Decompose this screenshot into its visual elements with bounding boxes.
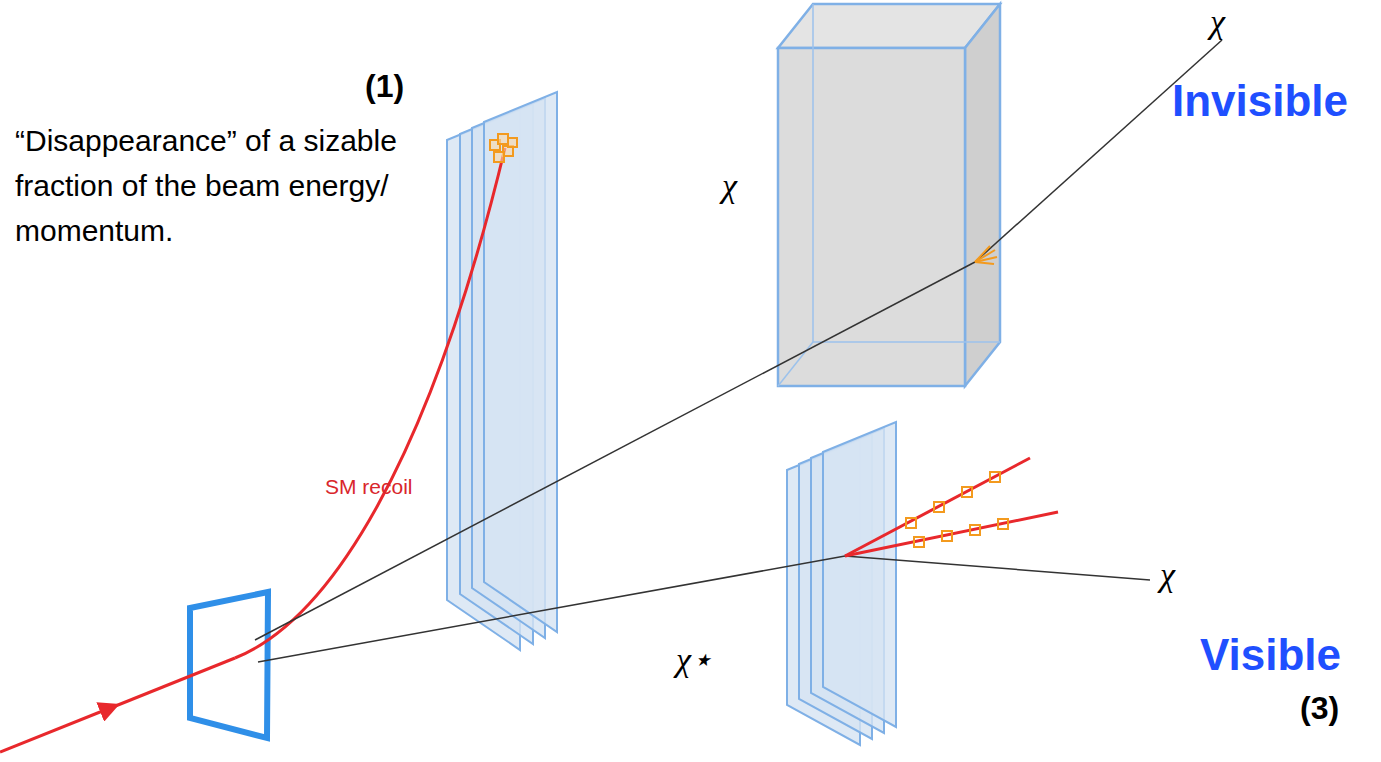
callout-number: (3) bbox=[1300, 690, 1339, 727]
calorimeter-box bbox=[778, 4, 1000, 386]
particle-label: χ bbox=[1160, 555, 1175, 594]
calorimeter-shower bbox=[975, 246, 997, 264]
mode-label: Invisible bbox=[1172, 76, 1348, 127]
target-frame bbox=[190, 592, 268, 738]
tracker-planes bbox=[787, 422, 896, 745]
tracker-hits bbox=[490, 134, 517, 162]
particle-label: χ⋆ bbox=[676, 640, 712, 679]
mode-label: Visible bbox=[1200, 630, 1341, 681]
decay-track bbox=[845, 512, 1058, 556]
tracker-hits bbox=[906, 472, 1008, 547]
beam-line bbox=[108, 658, 235, 709]
beam-line bbox=[0, 708, 110, 752]
chi-track bbox=[255, 262, 975, 640]
particle-label: χ bbox=[1210, 2, 1225, 41]
track-label: SM recoil bbox=[325, 475, 413, 499]
tracker-planes bbox=[447, 92, 557, 650]
callout-number: (1) bbox=[365, 68, 404, 105]
decay-track bbox=[845, 458, 1030, 556]
chi-star-track bbox=[258, 556, 845, 662]
chi-track bbox=[975, 40, 1222, 262]
description-note: “Disappearance” of a sizable fraction of… bbox=[15, 118, 460, 253]
particle-label: χ bbox=[722, 166, 737, 205]
chi-track bbox=[845, 556, 1150, 580]
recoil-track bbox=[235, 148, 505, 658]
